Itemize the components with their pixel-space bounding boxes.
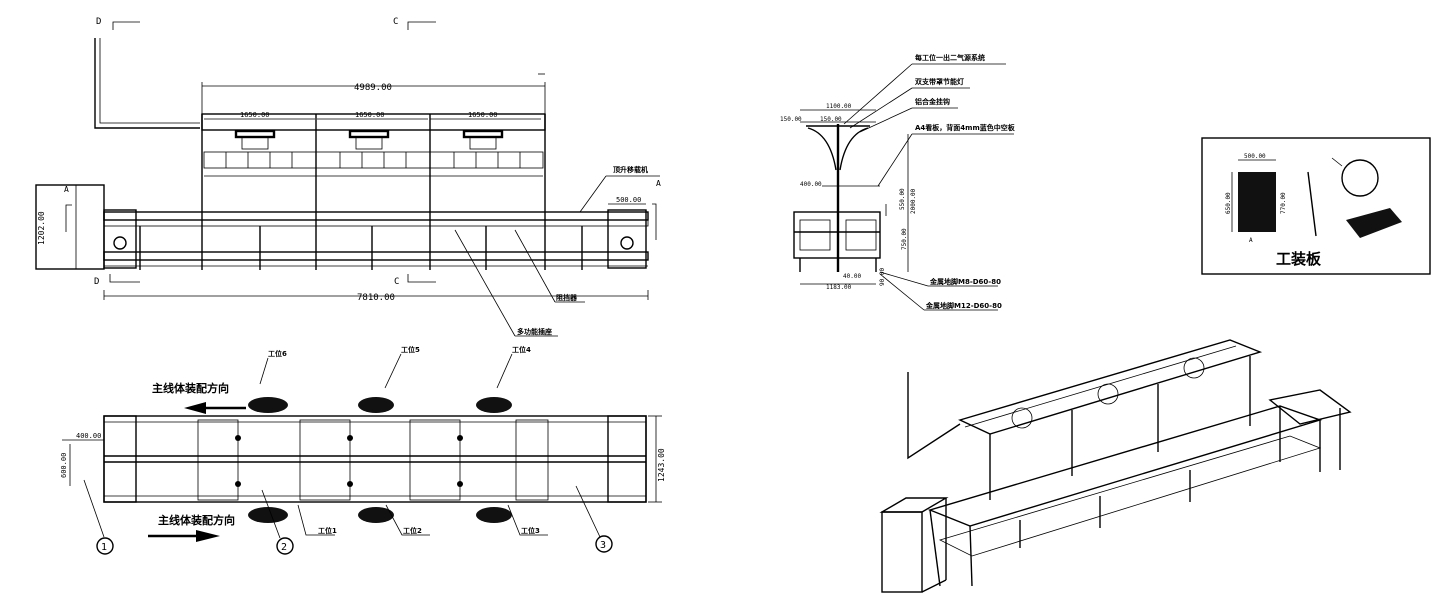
dim-400-plan: 400.00 <box>76 432 101 440</box>
dim-150b: 150.00 <box>820 116 842 123</box>
station-6: 工位6 <box>268 349 287 358</box>
balloon-3: 3 <box>600 540 606 551</box>
direction-bottom: 主线体装配方向 <box>158 513 235 527</box>
station-1: 工位1 <box>318 526 337 535</box>
label-stopper: 阻挡器 <box>556 293 578 302</box>
station-5: 工位5 <box>401 345 420 354</box>
dim-7810: 7810.00 <box>357 293 395 303</box>
dim-fixture-770: 770.00 <box>1280 192 1287 214</box>
dim-600-plan: 600.00 <box>60 453 68 478</box>
plan-view: 工位6 工位5 工位4 主线体装配方向 主线体装配方向 <box>60 345 666 555</box>
fixture-view: 500.00 650.00 770.00 A 工装板 <box>1201 137 1431 275</box>
label-foot-m8: 金属地脚M8-D60-80 <box>929 277 1001 286</box>
station-4: 工位4 <box>512 345 531 354</box>
label-hook: 铝合金挂钩 <box>915 97 950 106</box>
section-c-bottom: C <box>394 277 399 287</box>
label-lamp: 双支带罩节能灯 <box>915 77 964 86</box>
dim-40: 40.00 <box>843 273 861 280</box>
fixture-box <box>1201 137 1431 275</box>
dim-1100: 1100.00 <box>826 103 852 110</box>
dim-1183: 1183.00 <box>826 284 852 291</box>
direction-top: 主线体装配方向 <box>152 381 229 395</box>
section-a-left: A <box>64 185 69 194</box>
label-foot-m12: 金属地脚M12-D60-80 <box>925 301 1002 310</box>
dim-400-side: 400.00 <box>800 181 822 188</box>
fixture-section-a: A <box>1249 237 1253 244</box>
label-board: A4看板，背面4mm蓝色中空板 <box>915 123 1016 132</box>
balloon-1: 1 <box>101 542 107 553</box>
label-multi-socket: 多功能插座 <box>517 327 552 336</box>
dim-station-2: 1650.00 <box>355 111 385 119</box>
front-view: D C 4989.00 1650.00 1650.00 1650.00 <box>35 17 661 337</box>
label-lift-transfer: 顶升移载机 <box>613 165 648 174</box>
section-c-top: C <box>393 17 398 27</box>
dim-1202: 1202.00 <box>37 211 46 245</box>
section-d-top: D <box>96 17 101 27</box>
label-air-system: 每工位一出二气源系统 <box>915 53 985 62</box>
dim-750: 750.00 <box>901 228 908 250</box>
dim-station-3: 1650.00 <box>468 111 498 119</box>
dim-station-1: 1650.00 <box>240 111 270 119</box>
section-d-bottom: D <box>94 277 99 287</box>
section-a-right: A <box>656 179 661 188</box>
station-3: 工位3 <box>521 526 540 535</box>
side-view: 每工位一出二气源系统 双支带罩节能灯 铝合金挂钩 A4看板，背面4mm蓝色中空板… <box>780 53 1016 311</box>
station-2: 工位2 <box>403 526 422 535</box>
balloon-2: 2 <box>281 542 287 553</box>
isometric-view <box>879 339 1352 593</box>
dim-550: 550.00 <box>899 188 906 210</box>
dim-1243: 1243.00 <box>657 448 666 482</box>
dim-90: 90.00 <box>879 268 886 286</box>
dim-2000: 2000.00 <box>910 188 917 214</box>
dim-500: 500.00 <box>616 196 641 204</box>
dim-4989: 4989.00 <box>354 83 392 93</box>
dim-150a: 150.00 <box>780 116 802 123</box>
fixture-title: 工装板 <box>1276 250 1322 268</box>
dim-fixture-650: 650.00 <box>1225 192 1232 214</box>
dim-fixture-500: 500.00 <box>1244 153 1266 160</box>
